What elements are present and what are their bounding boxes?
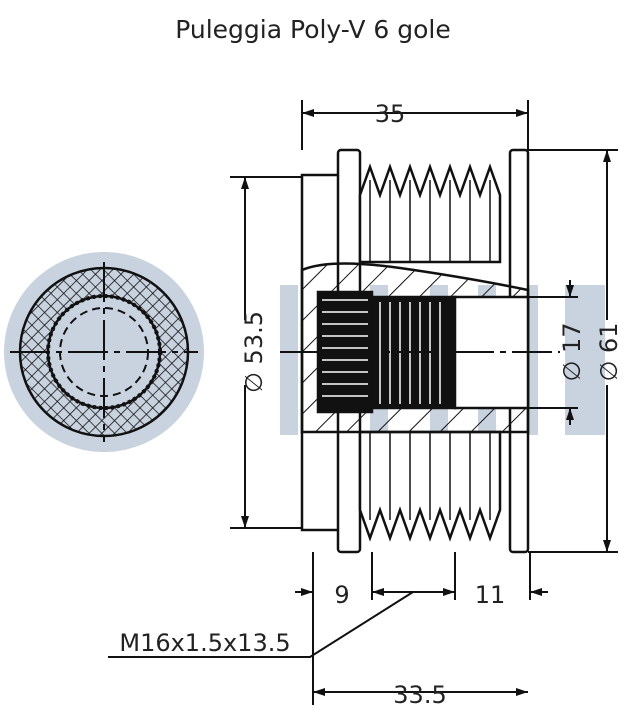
dim-diameter-inner: ∅ 53.5 xyxy=(240,311,268,393)
title: Puleggia Poly-V 6 gole xyxy=(175,15,451,44)
front-view xyxy=(10,262,198,442)
side-view xyxy=(280,148,560,554)
dim-width-total: 35 xyxy=(375,100,406,128)
dim-diameter-outer: ∅ 61 xyxy=(595,322,623,381)
dim-thread: M16x1.5x13.5 xyxy=(119,629,290,657)
dim-right-depth: 11 xyxy=(475,581,506,609)
dim-left-depth: 9 xyxy=(334,581,349,609)
dim-length-bottom: 33.5 xyxy=(393,681,446,709)
dim-diameter-bore: ∅ 17 xyxy=(558,322,586,381)
dimension-lines xyxy=(108,100,618,705)
